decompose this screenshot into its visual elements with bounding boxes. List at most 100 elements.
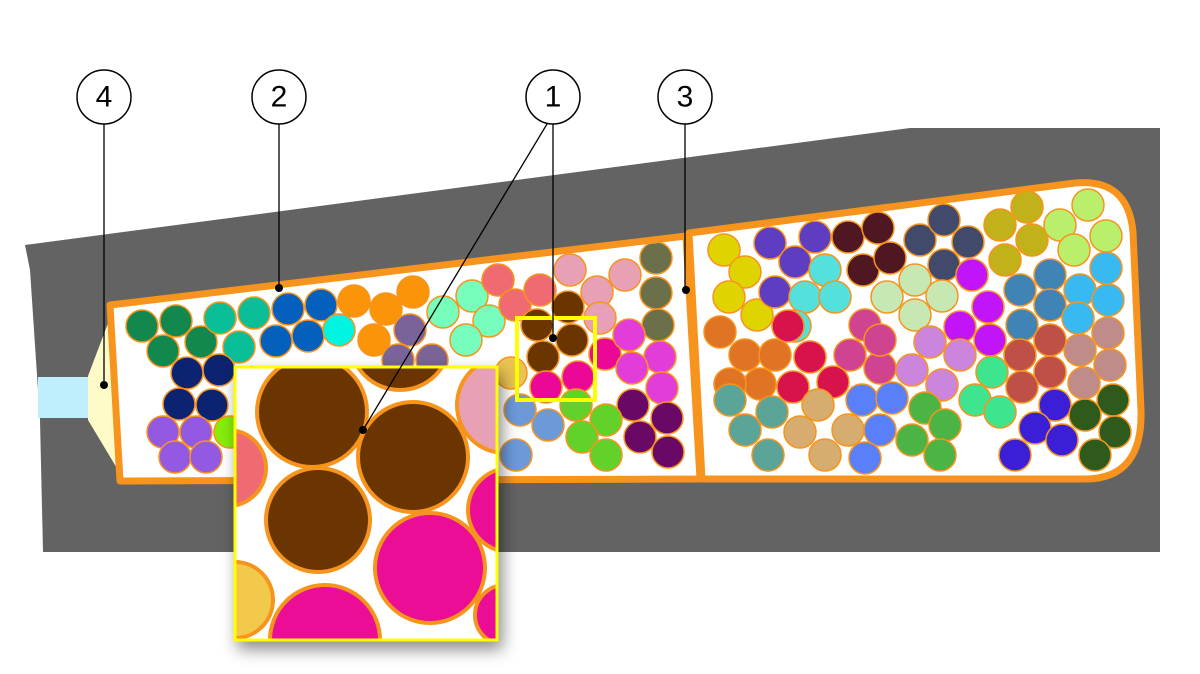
- particle: [1089, 219, 1123, 253]
- particle: [1033, 355, 1067, 389]
- callout-label: 2: [271, 81, 288, 114]
- particle: [651, 435, 685, 469]
- particle: [255, 367, 369, 469]
- callout-3: 3: [657, 69, 713, 125]
- particle: [973, 323, 1007, 357]
- particle: [801, 388, 835, 422]
- particle: [481, 263, 515, 297]
- particle: [848, 441, 882, 475]
- particle: [466, 467, 497, 553]
- particle: [870, 280, 904, 314]
- particle: [1071, 188, 1105, 222]
- particle: [903, 223, 937, 257]
- particle: [202, 353, 236, 387]
- callout-label: 1: [545, 81, 562, 114]
- particle: [146, 334, 180, 368]
- particle: [184, 325, 218, 359]
- particle: [988, 243, 1022, 277]
- particle: [998, 438, 1032, 472]
- particle: [923, 438, 957, 472]
- particle: [369, 292, 403, 326]
- particle: [1038, 388, 1072, 422]
- particle: [650, 401, 684, 435]
- particle: [1093, 348, 1127, 382]
- particle: [928, 408, 962, 442]
- particle: [1005, 370, 1039, 404]
- particle: [895, 423, 929, 457]
- particle: [158, 440, 192, 474]
- particle: [1057, 233, 1091, 267]
- particle: [1010, 190, 1044, 224]
- particle: [971, 290, 1005, 324]
- particle: [494, 356, 528, 390]
- particle: [589, 403, 623, 437]
- particle: [235, 428, 268, 508]
- particle: [798, 220, 832, 254]
- particle: [589, 438, 623, 472]
- particle: [743, 367, 777, 401]
- particle: [643, 340, 677, 374]
- particle: [943, 338, 977, 372]
- particle: [927, 248, 961, 282]
- particle: [473, 584, 497, 640]
- particle: [520, 308, 554, 342]
- particle: [355, 367, 445, 392]
- magnified-inset: [233, 365, 499, 642]
- particle: [925, 279, 959, 313]
- particle: [455, 279, 489, 313]
- particle: [703, 315, 737, 349]
- particle: [259, 324, 293, 358]
- right-particles: [703, 188, 1132, 475]
- particle: [499, 438, 533, 472]
- particle: [873, 241, 907, 275]
- particle: [753, 226, 787, 260]
- particle: [863, 413, 897, 447]
- particle: [396, 275, 430, 309]
- particle: [831, 220, 865, 254]
- particle: [758, 338, 792, 372]
- particle: [373, 511, 487, 625]
- particle: [898, 263, 932, 297]
- highlight-box: [515, 316, 597, 402]
- particle: [268, 583, 382, 640]
- particle: [913, 325, 947, 359]
- particle: [526, 340, 560, 374]
- particle: [529, 370, 563, 404]
- particle: [170, 356, 204, 390]
- particle: [1078, 438, 1112, 472]
- callout-1: 1: [525, 69, 581, 125]
- particle: [861, 211, 895, 245]
- particle: [1098, 415, 1132, 449]
- particle: [645, 371, 679, 405]
- particle: [728, 413, 762, 447]
- particle: [1003, 273, 1037, 307]
- particle: [356, 400, 470, 514]
- particle: [551, 290, 585, 324]
- particle: [925, 368, 959, 402]
- particle: [955, 258, 989, 292]
- particle: [983, 208, 1017, 242]
- callout-lines: [103, 123, 686, 431]
- particle: [639, 241, 673, 275]
- particle: [833, 338, 867, 372]
- particle: [1015, 223, 1049, 257]
- callout-4: 4: [76, 69, 132, 125]
- particle: [195, 388, 229, 422]
- particle: [357, 323, 391, 357]
- particle: [449, 323, 483, 357]
- particle: [707, 233, 741, 267]
- particle: [615, 351, 649, 385]
- particle: [1005, 308, 1039, 342]
- particle: [641, 308, 675, 342]
- particle: [1045, 423, 1079, 457]
- particle: [565, 420, 599, 454]
- particle: [322, 313, 356, 347]
- particle: [1068, 398, 1102, 432]
- particle: [304, 288, 338, 322]
- particle: [975, 355, 1009, 389]
- particle: [264, 466, 372, 574]
- particle: [623, 420, 657, 454]
- particle: [983, 395, 1017, 429]
- particle: [337, 284, 371, 318]
- particle: [1033, 323, 1067, 357]
